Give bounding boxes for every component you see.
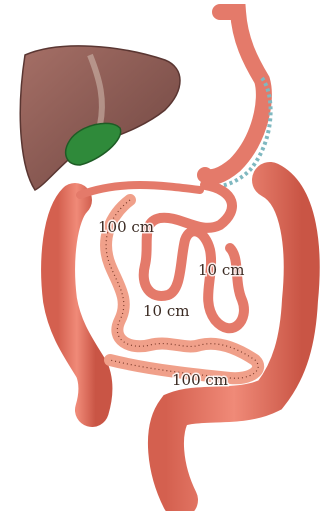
segment-label-2: 10 cm <box>198 261 244 279</box>
liver <box>20 46 180 190</box>
segment-label-4: 100 cm <box>172 371 228 389</box>
esophagus-stomach <box>205 12 271 187</box>
small-intestine <box>106 185 258 378</box>
segment-label-1: 100 cm <box>98 218 154 236</box>
segment-label-3: 10 cm <box>143 302 189 320</box>
